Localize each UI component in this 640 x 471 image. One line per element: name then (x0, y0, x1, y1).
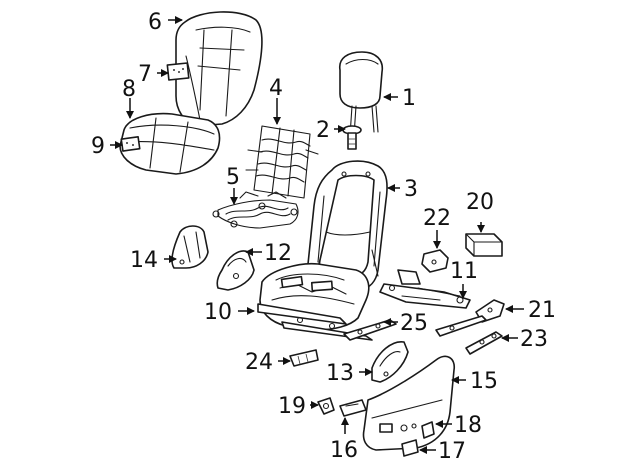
callout-21: 21 (528, 298, 556, 323)
back-cover-tag (166, 62, 190, 81)
trim-clip (401, 439, 419, 457)
leader-lines (110, 16, 524, 454)
callout-8: 8 (122, 77, 136, 102)
callout-18: 18 (454, 413, 482, 438)
seat-cushion-frame (257, 262, 373, 341)
callout-7: 7 (138, 62, 152, 87)
back-support-mat (245, 125, 319, 199)
cushion-spring (212, 191, 299, 229)
track-rail (465, 331, 503, 355)
callout-10: 10 (204, 300, 232, 325)
callout-19: 19 (278, 394, 306, 419)
callout-20: 20 (466, 190, 494, 215)
callout-labels: 6 7 8 9 1 2 4 3 5 14 12 10 20 22 11 21 2… (91, 10, 556, 464)
seat-cushion-cover (119, 112, 221, 175)
headrest (338, 51, 384, 137)
callout-12: 12 (264, 241, 292, 266)
callout-3: 3 (404, 177, 418, 202)
callout-5: 5 (226, 165, 240, 190)
callout-4: 4 (269, 76, 283, 101)
seat-back-cover (175, 11, 263, 127)
recliner-bracket (371, 341, 409, 383)
callout-2: 2 (316, 118, 330, 143)
callout-15: 15 (470, 369, 498, 394)
adjust-knob (317, 397, 335, 415)
adjuster-bracket-small (421, 249, 449, 273)
callout-22: 22 (423, 206, 451, 231)
callout-16: 16 (330, 438, 358, 463)
small-switch (421, 421, 435, 439)
control-module (465, 233, 503, 257)
seat-track-assembly (379, 269, 471, 309)
seat-switch (339, 399, 367, 417)
callout-17: 17 (438, 439, 466, 464)
side-bracket-left (171, 225, 209, 269)
callout-6: 6 (148, 10, 162, 35)
callout-24: 24 (245, 350, 273, 375)
callout-25: 25 (400, 311, 428, 336)
callout-14: 14 (130, 248, 158, 273)
callout-11: 11 (450, 259, 478, 284)
callout-9: 9 (91, 134, 105, 159)
side-shield (216, 250, 255, 291)
callout-13: 13 (326, 361, 354, 386)
callout-1: 1 (402, 86, 416, 111)
headrest-guide (342, 125, 362, 150)
connector-24 (289, 349, 319, 367)
callout-23: 23 (520, 327, 548, 352)
rail-bracket-right (435, 315, 487, 337)
cushion-cover-tag (120, 136, 141, 152)
